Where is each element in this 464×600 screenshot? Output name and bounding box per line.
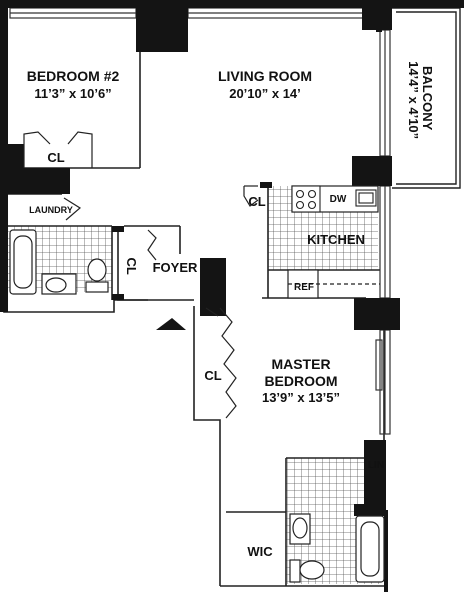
- door-swings: [23, 131, 259, 419]
- master-bathtub-icon: [355, 515, 385, 583]
- living-room-dims: 20’10” x 14’: [229, 86, 301, 101]
- linen-closet-label: LIN: [367, 460, 385, 471]
- sink-icon: [41, 273, 77, 295]
- bedroom2-name: BEDROOM #2: [26, 68, 120, 84]
- closet-label-bedroom2: CL: [47, 150, 65, 165]
- living-room-name: LIVING ROOM: [217, 68, 313, 84]
- bedroom2-dims: 11’3” x 10’6”: [34, 86, 112, 101]
- bathtub-icon: [9, 229, 37, 295]
- closet-label-foyer: CL: [124, 257, 140, 275]
- balcony-dims: 14’4” x 4’10”: [406, 61, 422, 140]
- laundry-label: LAUNDRY: [29, 205, 73, 215]
- closet-label-master: CL: [204, 368, 222, 383]
- dishwasher-label: DW: [329, 194, 347, 205]
- wic-label: WIC: [247, 544, 273, 559]
- closet-label-kitchen: CL: [248, 194, 266, 209]
- vanity-sink-icon: [289, 513, 311, 545]
- master-toilet-icon: [289, 559, 325, 583]
- kitchen-name: KITCHEN: [307, 232, 365, 247]
- foyer-name: FOYER: [152, 260, 198, 275]
- refrigerator-label: REF: [294, 282, 314, 293]
- stove-icon: [291, 185, 321, 213]
- refrigerator-icon: [287, 269, 380, 299]
- entry-marker-icon: [156, 318, 186, 330]
- master-bedroom-name-line2: BEDROOM: [264, 373, 338, 389]
- balcony-name: BALCONY: [420, 65, 436, 131]
- kitchen-sink-icon: [355, 189, 377, 207]
- toilet-icon: [85, 258, 109, 293]
- master-bedroom-dims: 13’9” x 13’5”: [261, 390, 341, 405]
- master-bedroom-name-line1: MASTER: [271, 356, 331, 372]
